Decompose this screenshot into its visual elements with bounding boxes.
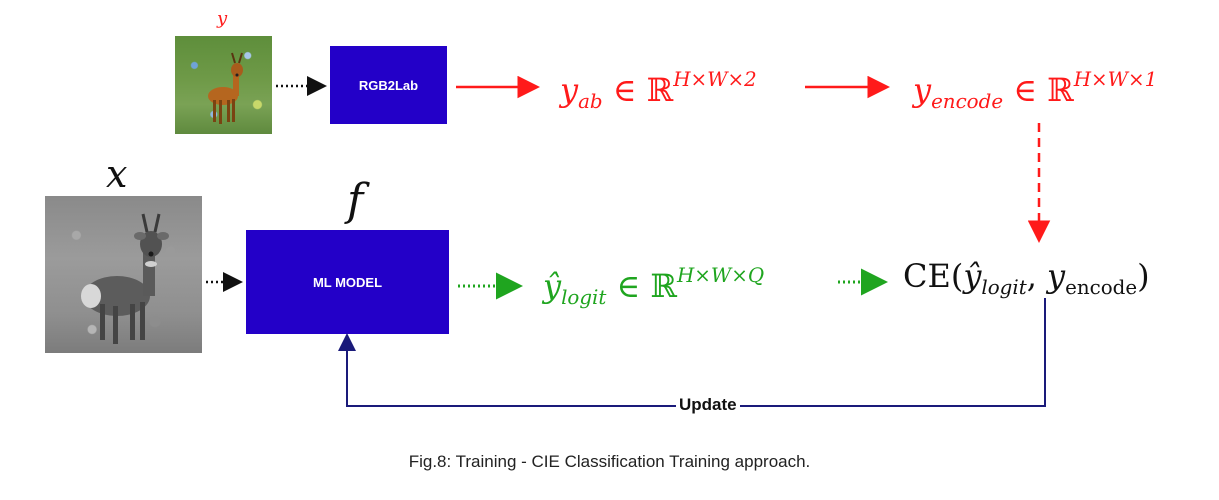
figure-caption: Fig.8: Training - CIE Classification Tra… — [408, 452, 811, 471]
ce-a-sub: logit — [981, 275, 1027, 299]
y-hat-sub: logit — [561, 285, 607, 309]
label-y: y — [217, 8, 228, 29]
y-hat-sup: H×W×Q — [677, 264, 765, 287]
deer-grayscale-image — [45, 196, 202, 353]
ce-b-base: y — [1047, 257, 1066, 295]
y-ab-sub: ab — [578, 89, 603, 113]
update-feedback-arrow — [338, 298, 1046, 407]
ce-sep: , — [1026, 257, 1048, 295]
ml-model-box: ML MODEL — [246, 230, 449, 334]
ce-a-base: ŷ — [963, 257, 982, 295]
deer-color-illustration — [208, 52, 243, 124]
y-encode-expression: yencode ∈ ℝH×W×1 — [913, 70, 1157, 112]
ce-suffix: ) — [1137, 257, 1150, 295]
ce-loss-expression: CE(ŷlogit, yencode) — [903, 260, 1150, 298]
ce-b-sub: encode — [1065, 275, 1138, 299]
y-ab-rel: ∈ ℝ — [602, 70, 674, 109]
y-hat-logit-expression: ŷlogit ∈ ℝH×W×Q — [543, 266, 764, 308]
label-f: f — [347, 175, 364, 226]
y-ab-base: y — [560, 70, 579, 109]
deer-color-image — [175, 36, 272, 134]
rgb2lab-label: RGB2Lab — [358, 77, 419, 93]
y-hat-rel: ∈ ℝ — [606, 266, 677, 305]
y-encode-base: y — [913, 70, 932, 109]
rgb2lab-box: RGB2Lab — [330, 46, 447, 124]
y-encode-rel: ∈ ℝ — [1003, 70, 1074, 109]
update-label: Update — [676, 395, 740, 415]
y-ab-sup: H×W×2 — [673, 68, 757, 91]
y-encode-sub: encode — [931, 89, 1004, 113]
label-x: x — [106, 152, 128, 196]
ce-prefix: CE( — [903, 257, 964, 295]
y-encode-sup: H×W×1 — [1073, 68, 1158, 91]
deer-grayscale-illustration — [81, 213, 169, 344]
y-ab-expression: yab ∈ ℝH×W×2 — [560, 70, 757, 112]
ml-model-label: ML MODEL — [312, 274, 383, 290]
y-hat-base: ŷ — [543, 266, 562, 305]
